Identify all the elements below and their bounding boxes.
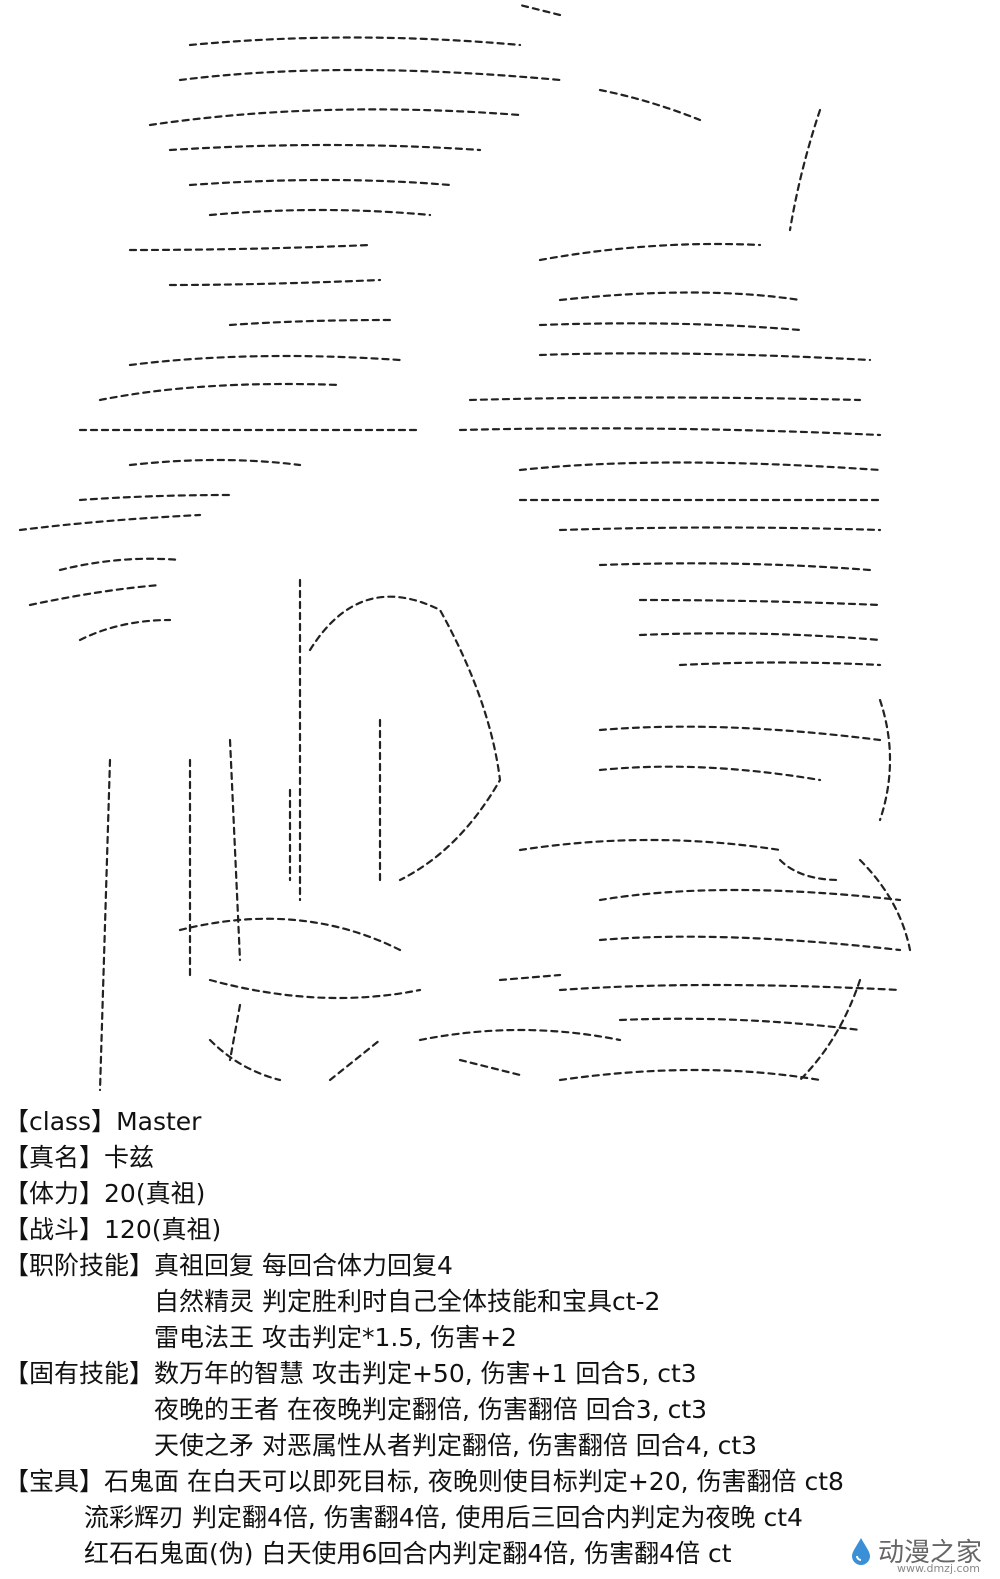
character-stats: 【class】Master 【真名】卡兹 【体力】20(真祖) 【战斗】120(… <box>4 1104 994 1572</box>
watermark-title: 动漫之家 <box>877 1538 982 1568</box>
np-row: 【宝具】石鬼面 在白天可以即死目标, 夜晚则使目标判定+20, 伤害翻倍 ct8 <box>4 1464 994 1500</box>
class-skill-row: 自然精灵 判定胜利时自己全体技能和宝具ct-2 <box>4 1284 994 1320</box>
class-skills-label: 【职阶技能】 <box>4 1251 155 1280</box>
name-label: 【真名】 <box>4 1143 105 1172</box>
class-row: 【class】Master <box>4 1104 994 1140</box>
class-skill: 自然精灵 判定胜利时自己全体技能和宝具ct-2 <box>154 1287 661 1316</box>
combat-label: 【战斗】 <box>4 1215 105 1244</box>
class-skill-row: 雷电法王 攻击判定*1.5, 伤害+2 <box>4 1320 994 1356</box>
personal-skill: 天使之矛 对恶属性从者判定翻倍, 伤害翻倍 回合4, ct3 <box>154 1431 758 1460</box>
class-label: 【class】 <box>4 1107 117 1136</box>
personal-skill-row: 夜晚的王者 在夜晚判定翻倍, 伤害翻倍 回合3, ct3 <box>4 1392 994 1428</box>
np-item: 流彩辉刃 判定翻4倍, 伤害翻4倍, 使用后三回合内判定为夜晚 ct4 <box>84 1503 803 1532</box>
class-skill: 雷电法王 攻击判定*1.5, 伤害+2 <box>154 1323 517 1352</box>
combat-row: 【战斗】120(真祖) <box>4 1212 994 1248</box>
personal-skill: 夜晚的王者 在夜晚判定翻倍, 伤害翻倍 回合3, ct3 <box>154 1395 708 1424</box>
personal-skills-label: 【固有技能】 <box>4 1359 155 1388</box>
np-item-row: 流彩辉刃 判定翻4倍, 伤害翻4倍, 使用后三回合内判定为夜晚 ct4 <box>4 1500 994 1536</box>
name-value: 卡兹 <box>104 1143 155 1172</box>
personal-skill-row: 天使之矛 对恶属性从者判定翻倍, 伤害翻倍 回合4, ct3 <box>4 1428 994 1464</box>
hp-value: 20(真祖) <box>104 1179 206 1208</box>
hp-row: 【体力】20(真祖) <box>4 1176 994 1212</box>
droplet-logo-icon <box>851 1537 870 1565</box>
np-item: 石鬼面 在白天可以即死目标, 夜晚则使目标判定+20, 伤害翻倍 ct8 <box>104 1467 844 1496</box>
np-item: 红石石鬼面(伪) 白天使用6回合内判定翻4倍, 伤害翻4倍 ct <box>84 1539 732 1568</box>
watermark: 动漫之家 www.dmzj.com <box>850 1532 982 1575</box>
ascii-art-illustration <box>18 3 912 1092</box>
np-item-row: 红石石鬼面(伪) 白天使用6回合内判定翻4倍, 伤害翻4倍 ct <box>4 1536 994 1572</box>
watermark-url: www.dmzj.com <box>897 1562 980 1575</box>
personal-skills-row: 【固有技能】数万年的智慧 攻击判定+50, 伤害+1 回合5, ct3 <box>4 1356 994 1392</box>
personal-skill: 数万年的智慧 攻击判定+50, 伤害+1 回合5, ct3 <box>154 1359 697 1388</box>
name-row: 【真名】卡兹 <box>4 1140 994 1176</box>
np-label: 【宝具】 <box>4 1467 105 1496</box>
class-skill: 真祖回复 每回合体力回复4 <box>154 1251 453 1280</box>
class-skills-row: 【职阶技能】真祖回复 每回合体力回复4 <box>4 1248 994 1284</box>
class-value: Master <box>116 1107 202 1136</box>
combat-value: 120(真祖) <box>104 1215 222 1244</box>
hp-label: 【体力】 <box>4 1179 105 1208</box>
